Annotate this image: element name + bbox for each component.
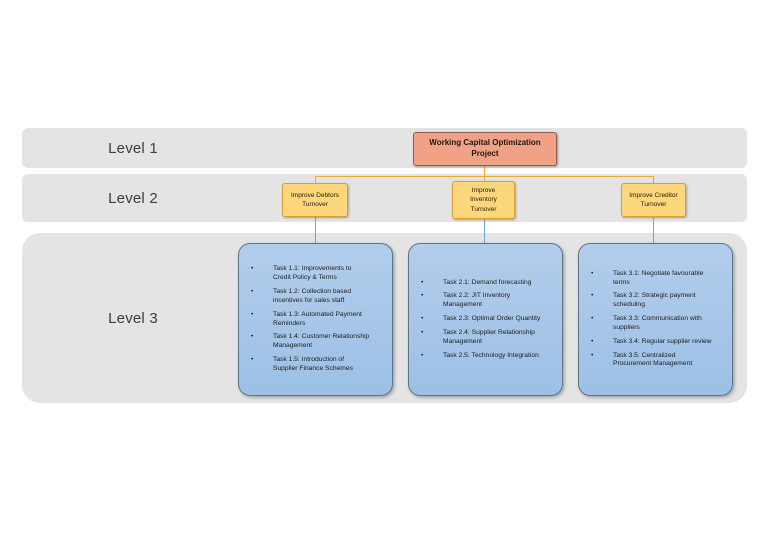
- level-1-label: Level 1: [108, 139, 158, 157]
- task-item: • Task 3.5: Centralized Procurement Mana…: [579, 352, 725, 370]
- task-box-creditor: • Task 3.1: Negotiate favourable terms •…: [578, 243, 733, 396]
- level-1-band: Level 1: [22, 128, 747, 168]
- task-item: • Task 2.1: Demand forecasting: [409, 279, 555, 288]
- task-item: • Task 1.4: Customer Relationship Manage…: [239, 333, 385, 351]
- task-list-inventory: • Task 2.1: Demand forecasting • Task 2.…: [409, 244, 562, 395]
- branch-node-debtors-turnover: Improve Debtors Turnover: [282, 183, 348, 217]
- task-text: Task 3.2: Strategic payment scheduling: [613, 292, 696, 309]
- task-item: • Task 3.3: Communication with suppliers: [579, 315, 725, 333]
- connector-inventory-tasks: [484, 219, 485, 243]
- level-1-label-area: Level 1: [22, 128, 244, 168]
- bullet-icon: •: [421, 292, 424, 300]
- connector-debtors-tasks: [315, 217, 316, 243]
- connector-level2-horizontal: [315, 176, 654, 177]
- task-text: Task 2.5: Technology Integration: [443, 351, 539, 359]
- bullet-icon: •: [421, 278, 424, 286]
- task-text: Task 2.2: JIT Inventory Management: [443, 292, 511, 309]
- task-item: • Task 3.4: Regular supplier review: [579, 338, 725, 347]
- task-item: • Task 2.4: Supplier Relationship Manage…: [409, 329, 555, 347]
- task-item: • Task 2.5: Technology Integration: [409, 352, 555, 361]
- bullet-icon: •: [251, 265, 254, 273]
- task-text: Task 1.3: Automated Payment Reminders: [273, 310, 362, 327]
- task-text: Task 3.4: Regular supplier review: [613, 337, 712, 345]
- level-3-label-area: Level 3: [22, 233, 244, 403]
- bullet-icon: •: [251, 356, 254, 364]
- level-3-label: Level 3: [108, 309, 158, 327]
- branch-node-inventory-turnover: Improve Inventory Turnover: [452, 181, 515, 219]
- bullet-icon: •: [251, 310, 254, 318]
- branch-node-creditor-turnover: Improve Creditor Turnover: [621, 183, 686, 217]
- bullet-icon: •: [591, 315, 594, 323]
- connector-root-vertical: [484, 166, 485, 181]
- task-item: • Task 1.2: Collection based incentives …: [239, 288, 385, 306]
- task-item: • Task 1.3: Automated Payment Reminders: [239, 311, 385, 329]
- task-text: Task 1.2: Collection based incentives fo…: [273, 287, 352, 304]
- level-2-label-area: Level 2: [22, 174, 244, 222]
- connector-creditor-tasks: [653, 217, 654, 243]
- task-text: Task 2.3: Optimal Order Quantity: [443, 315, 541, 323]
- task-text: Task 3.5: Centralized Procurement Manage…: [613, 351, 693, 368]
- bullet-icon: •: [421, 351, 424, 359]
- bullet-icon: •: [591, 337, 594, 345]
- task-text: Task 3.3: Communication with suppliers: [613, 315, 702, 331]
- bullet-icon: •: [591, 292, 594, 300]
- connector-debtors-vertical: [315, 176, 316, 183]
- bullet-icon: •: [591, 269, 594, 277]
- task-box-inventory: • Task 2.1: Demand forecasting • Task 2.…: [408, 243, 563, 396]
- task-item: • Task 1.5: Introduction of Supplier Fin…: [239, 356, 385, 374]
- task-text: Task 2.4: Supplier Relationship Manageme…: [443, 328, 535, 345]
- task-item: • Task 3.2: Strategic payment scheduling: [579, 292, 725, 310]
- task-text: Task 3.1: Negotiate favourable terms: [613, 269, 704, 286]
- bullet-icon: •: [421, 328, 424, 336]
- task-text: Task 2.1: Demand forecasting: [443, 278, 532, 286]
- level-2-label: Level 2: [108, 189, 158, 207]
- task-item: • Task 1.1: Improvements to Credit Polic…: [239, 265, 385, 283]
- task-list-creditor: • Task 3.1: Negotiate favourable terms •…: [579, 244, 732, 395]
- bullet-icon: •: [251, 287, 254, 295]
- bullet-icon: •: [591, 351, 594, 359]
- task-item: • Task 2.2: JIT Inventory Management: [409, 292, 555, 310]
- task-text: Task 1.5: Introduction of Supplier Finan…: [273, 356, 353, 372]
- connector-creditor-vertical: [653, 176, 654, 183]
- task-text: Task 1.1: Improvements to Credit Policy …: [273, 265, 352, 282]
- task-box-debtors: • Task 1.1: Improvements to Credit Polic…: [238, 243, 393, 396]
- root-node-working-capital: Working Capital Optimization Project: [413, 132, 557, 166]
- bullet-icon: •: [251, 333, 254, 341]
- bullet-icon: •: [421, 315, 424, 323]
- task-item: • Task 3.1: Negotiate favourable terms: [579, 270, 725, 288]
- task-text: Task 1.4: Customer Relationship Manageme…: [273, 333, 370, 350]
- task-item: • Task 2.3: Optimal Order Quantity: [409, 315, 555, 324]
- task-list-debtors: • Task 1.1: Improvements to Credit Polic…: [239, 244, 392, 395]
